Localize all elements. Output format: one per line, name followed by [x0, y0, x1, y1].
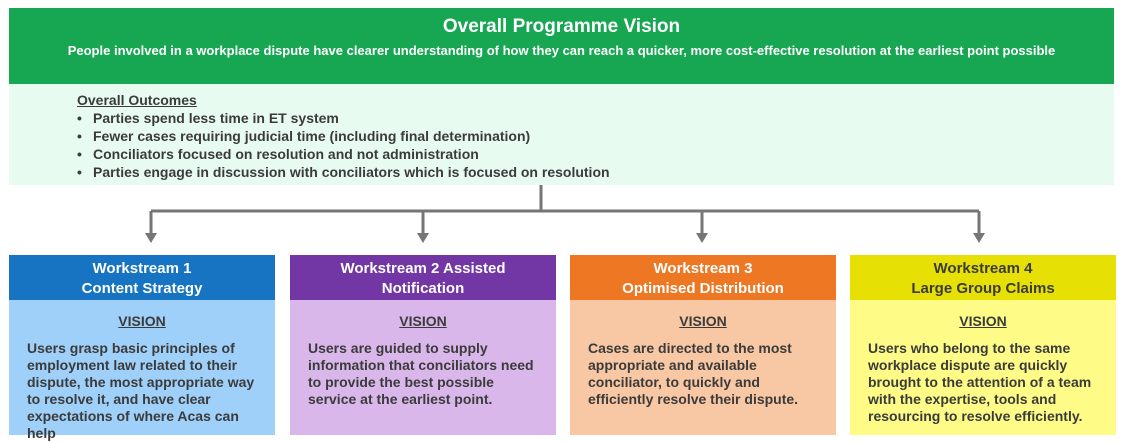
workstream-1-card: Workstream 1 Content Strategy VISION Use…: [9, 255, 275, 441]
programme-vision-banner: Overall Programme Vision People involved…: [9, 8, 1114, 84]
arrow-down-icon: [696, 233, 708, 243]
outcome-item: • Parties spend less time in ET system: [77, 109, 1114, 127]
arrow-down-icon: [145, 233, 157, 243]
outcome-text: Parties spend less time in ET system: [93, 110, 339, 126]
outcome-text: Parties engage in discussion with concil…: [93, 164, 610, 180]
vision-title: Overall Programme Vision: [442, 16, 681, 37]
vision-label: VISION: [679, 313, 727, 329]
workstream-2-header: Workstream 2 Assisted Notification: [290, 255, 556, 300]
outcome-item: • Fewer cases requiring judicial time (in…: [77, 127, 1114, 145]
workstream-vision-text: Cases are directed to the most appropria…: [588, 340, 799, 407]
workstream-subtitle: Large Group Claims: [911, 280, 1055, 297]
bullet-icon: •: [77, 146, 82, 162]
bullet-icon: •: [77, 164, 82, 180]
outcome-item: • Conciliators focused on resolution and …: [77, 145, 1114, 163]
workstream-4-body: VISION Users who belong to the same work…: [850, 300, 1116, 435]
workstream-1-body: VISION Users grasp basic principles of e…: [9, 300, 275, 441]
workstream-1-header: Workstream 1 Content Strategy: [9, 255, 275, 300]
arrow-down-icon: [417, 233, 429, 243]
workstream-3-header: Workstream 3 Optimised Distribution: [570, 255, 836, 300]
bullet-icon: •: [77, 128, 82, 144]
vision-label: VISION: [959, 313, 1007, 329]
workstream-title: Workstream 1: [92, 260, 192, 277]
workstream-2-body: VISION Users are guided to supply inform…: [290, 300, 556, 435]
outcome-item: • Parties engage in discussion with conci…: [77, 163, 1114, 181]
outcomes-heading: Overall Outcomes: [77, 92, 197, 108]
workstream-vision-text: Users grasp basic principles of employme…: [27, 340, 255, 441]
outcome-text: Conciliators focused on resolution and n…: [93, 146, 479, 162]
vision-statement: People involved in a workplace dispute h…: [67, 43, 1056, 58]
vision-label: VISION: [118, 313, 166, 329]
bullet-icon: •: [77, 110, 82, 126]
workstream-title: Workstream 3: [653, 260, 753, 277]
workstream-title: Workstream 2 Assisted: [340, 260, 506, 277]
workstream-subtitle: Content Strategy: [81, 280, 203, 297]
workstream-4-card: Workstream 4 Large Group Claims VISION U…: [850, 255, 1116, 435]
outcome-text: Fewer cases requiring judicial time (inc…: [93, 128, 531, 144]
workstream-3-body: VISION Cases are directed to the most ap…: [570, 300, 836, 435]
workstream-3-card: Workstream 3 Optimised Distribution VISI…: [570, 255, 836, 435]
arrow-down-icon: [973, 233, 985, 243]
workstream-2-card: Workstream 2 Assisted Notification VISIO…: [290, 255, 556, 435]
workstream-vision-text: Users are guided to supply information t…: [308, 340, 534, 407]
workstream-title: Workstream 4: [933, 260, 1033, 277]
workstream-subtitle: Optimised Distribution: [622, 280, 784, 297]
workstream-subtitle: Notification: [381, 280, 465, 297]
outcomes-list: • Parties spend less time in ET system • F…: [77, 109, 1114, 181]
vision-label: VISION: [399, 313, 447, 329]
workstream-vision-text: Users who belong to the same workplace d…: [868, 340, 1092, 424]
workstream-4-header: Workstream 4 Large Group Claims: [850, 255, 1116, 300]
overall-outcomes-panel: Overall Outcomes • Parties spend less tim…: [9, 84, 1114, 185]
